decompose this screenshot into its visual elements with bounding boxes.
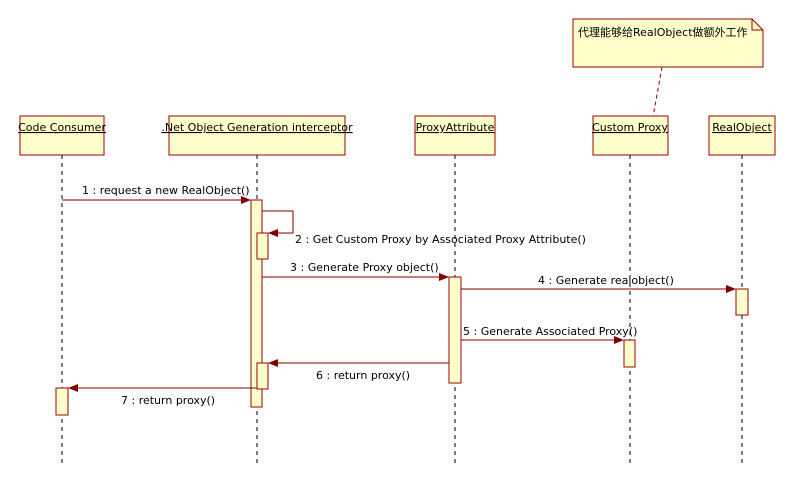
lifeline-custom-proxy-label: Custom Proxy	[592, 121, 668, 134]
note-text: 代理能够给RealObject做额外工作	[578, 25, 748, 39]
lifeline-interceptor-label: .Net Object Generation interceptor	[161, 121, 353, 134]
activation-interceptor-main	[250, 199, 263, 408]
message-7: 7 : return proxy()	[68, 384, 257, 407]
message-7-label: 7 : return proxy()	[121, 394, 215, 407]
message-6: 6 : return proxy()	[268, 359, 449, 382]
message-6-label: 6 : return proxy()	[316, 369, 410, 382]
activation-interceptor-self	[256, 232, 269, 260]
note: 代理能够给RealObject做额外工作	[572, 18, 764, 68]
lifeline-real-object-label: RealObject	[712, 121, 772, 134]
activation-code-consumer	[55, 387, 69, 416]
message-4-label: 4 : Generate realobject()	[538, 274, 674, 287]
lifeline-proxy-attribute-label: ProxyAttribute	[416, 121, 495, 134]
activation-real-object	[735, 288, 749, 316]
lifeline-real-object: RealObject	[708, 115, 776, 465]
message-3-label: 3 : Generate Proxy object()	[290, 261, 439, 274]
lifeline-custom-proxy: Custom Proxy	[592, 115, 669, 465]
message-2-label: 2 : Get Custom Proxy by Associated Proxy…	[295, 233, 586, 246]
note-connector	[652, 66, 663, 118]
lifeline-proxy-attribute: ProxyAttribute	[414, 115, 496, 465]
message-3: 3 : Generate Proxy object()	[262, 261, 449, 281]
message-1: 1 : request a new RealObject()	[62, 184, 251, 204]
message-5-label: 5 : Generate Associated Proxy()	[463, 325, 637, 338]
message-5: 5 : Generate Associated Proxy()	[461, 325, 637, 344]
lifeline-code-consumer-label: Code Consumer	[18, 121, 106, 134]
message-4: 4 : Generate realobject()	[461, 274, 736, 293]
activation-proxy-attribute	[448, 276, 462, 384]
message-1-label: 1 : request a new RealObject()	[82, 184, 250, 197]
lifeline-code-consumer: Code Consumer	[18, 115, 106, 465]
activation-custom-proxy	[623, 339, 636, 368]
activation-interceptor-return	[256, 362, 269, 390]
message-2: 2 : Get Custom Proxy by Associated Proxy…	[262, 210, 586, 246]
